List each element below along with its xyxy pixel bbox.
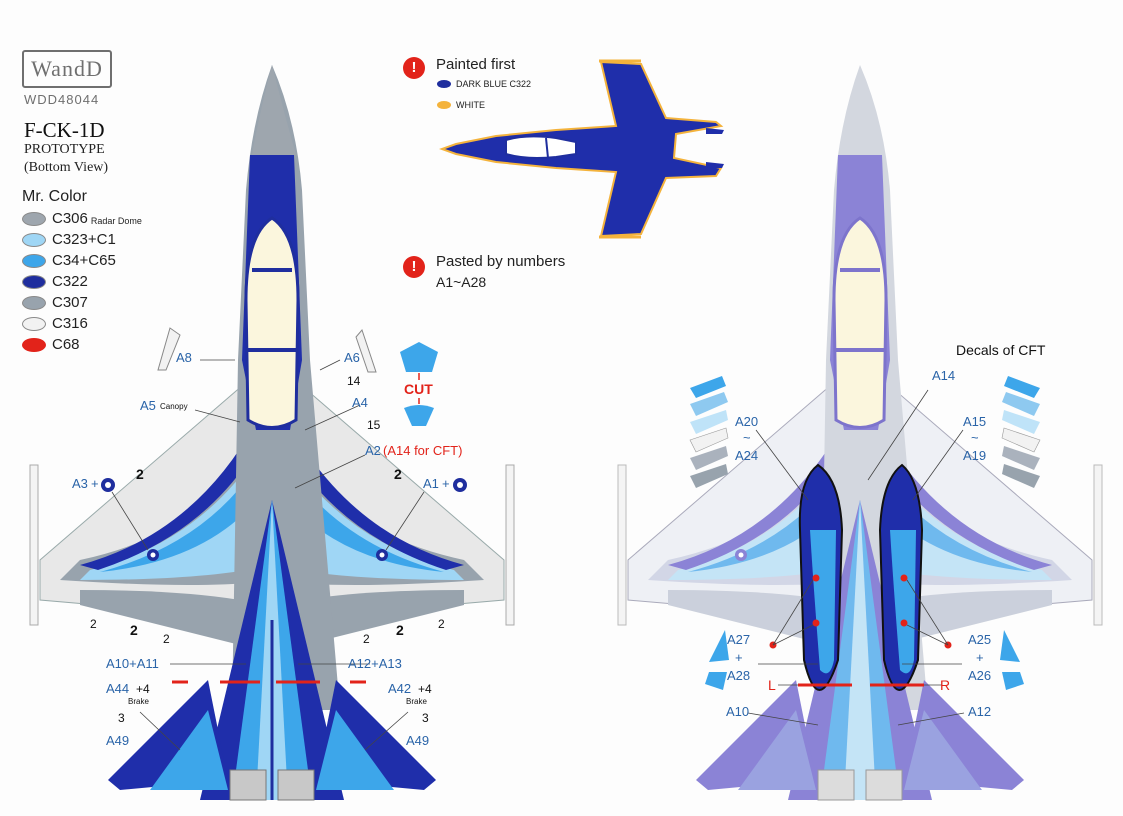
painted-heading: Painted first [436,56,516,73]
label-a6: A6 [344,350,360,365]
legend-note: Radar Dome [90,215,142,226]
legend-item: C68 [22,334,142,355]
legend-item: C34+C65 [22,250,142,271]
swatch-icon [22,211,46,226]
label-plus: + [976,650,984,665]
aircraft-model: F-CK-1D [24,118,105,142]
swatch-icon [22,295,46,310]
label-2: 2 [438,617,445,631]
label-a3-plus: + [91,476,99,491]
label-cft-decals: Decals of CFT [956,342,1046,358]
label-a2-note: (A14 for CFT) [383,443,463,458]
label-a15: A15 [963,414,987,429]
label-3: 3 [422,711,429,725]
label-a42: A42 [388,681,412,696]
pasted-range: A1~A28 [436,274,487,290]
brand-logo: WandD [22,50,112,88]
label-canopy: Canopy [160,402,188,411]
label-2: 2 [363,632,370,646]
label-a3: A3 [72,476,88,491]
label-a24: A24 [735,448,759,463]
label-a5: A5 [140,398,156,413]
label-a12: A12 [968,704,992,719]
label-3: 3 [118,711,125,725]
painted-dark-blue: DARK BLUE C322 [456,79,532,89]
dark-blue-swatch-icon [437,80,451,88]
label-a12-a13: A12+A13 [348,656,402,671]
label-a44: A44 [106,681,130,696]
label-a10: A10 [726,704,750,719]
cft-decal-strips-left [689,376,729,488]
label-plus: + [735,650,743,665]
swatch-icon [22,337,46,352]
label-a20: A20 [735,414,759,429]
cft-decal-strips-right [1001,376,1041,488]
right-aircraft-bottom-view [617,65,1103,801]
label-2: 2 [394,466,402,482]
white-swatch-icon [437,101,451,109]
label-a4: A4 [352,395,368,410]
label-14: 14 [347,374,361,388]
view-label: (Bottom View) [24,160,109,175]
legend-heading: Mr. Color [22,188,87,205]
legend-code: C34+C65 [52,252,116,269]
label-r: R [940,677,951,693]
swatch-icon [22,274,46,289]
pasted-heading: Pasted by numbers [436,253,566,270]
legend-code: C68 [52,336,80,353]
label-a10-a11: A10+A11 [106,656,159,671]
legend-item: C323+C1 [22,229,142,250]
label-a28: A28 [727,668,751,683]
label-a26: A26 [968,668,992,683]
aircraft-variant: PROTOTYPE [24,142,105,157]
label-plus4: +4 [418,682,432,696]
label-l: L [768,677,776,693]
label-cut: CUT [404,381,433,397]
legend-item: C307 [22,292,142,313]
a27-decal [705,630,729,690]
painted-white: WHITE [456,100,485,110]
label-brake: Brake [128,697,149,706]
legend-code: C316 [52,315,88,332]
warning-icon: ! [403,256,425,278]
label-a49: A49 [406,733,430,748]
label-tilde: ~ [971,430,979,445]
warning-icon: ! [403,57,425,79]
product-code: WDD48044 [24,92,100,107]
left-aircraft-bottom-view [29,65,515,801]
swatch-icon [22,232,46,247]
legend-code: C323+C1 [52,231,116,248]
label-a2: A2 [365,443,381,458]
label-2: 2 [163,632,170,646]
label-2: 2 [396,622,404,638]
label-2: 2 [90,617,97,631]
label-a27: A27 [727,632,751,647]
legend-code: C306 [52,210,88,227]
label-15: 15 [367,418,381,432]
side-profile-jet [439,59,724,239]
legend-code: C322 [52,273,88,290]
label-plus4: +4 [136,682,150,696]
label-a14: A14 [932,368,956,383]
legend-item: C322 [22,271,142,292]
swatch-icon [22,253,46,268]
cut-diagram [400,342,438,426]
label-2: 2 [130,622,138,638]
label-a25: A25 [968,632,992,647]
legend-code: C307 [52,294,88,311]
label-a49: A49 [106,733,130,748]
label-brake: Brake [406,697,427,706]
label-a8: A8 [176,350,192,365]
label-tilde: ~ [743,430,751,445]
label-a1-plus: + [442,476,450,491]
label-2: 2 [136,466,144,482]
label-a19: A19 [963,448,987,463]
a25-decal [1000,630,1024,690]
label-a1: A1 [423,476,439,491]
legend-item: C316 [22,313,142,334]
swatch-icon [22,316,46,331]
